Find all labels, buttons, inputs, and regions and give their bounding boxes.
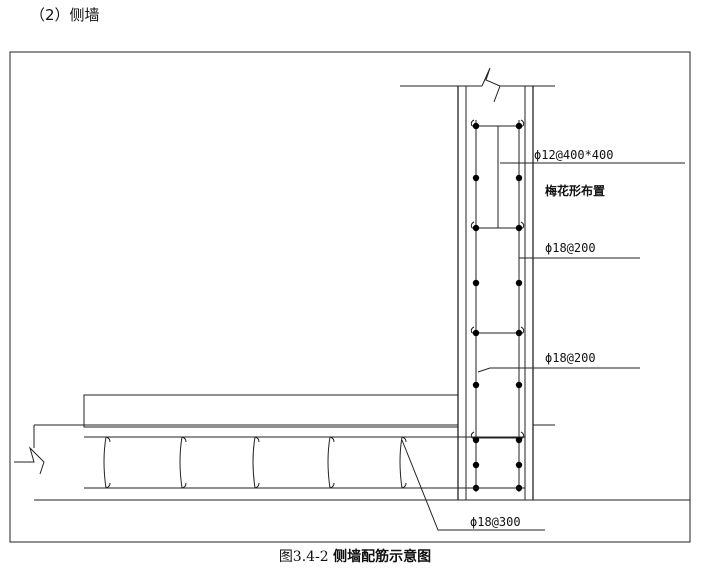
- figure-title: 侧墙配筋示意图: [333, 549, 432, 565]
- leader-wall-bar-2: [477, 367, 640, 373]
- slab-upper-layer: [83, 394, 459, 428]
- label-tie-bar: ϕ12@400*400: [534, 148, 613, 162]
- wall-break-symbol: [481, 67, 501, 103]
- slab-stirrups: [103, 436, 407, 489]
- wall-tie: [470, 119, 525, 127]
- label-wall-bar-1: ϕ18@200: [545, 241, 596, 255]
- wall-tie: [470, 326, 525, 334]
- figure-caption: 图3.4-2 侧墙配筋示意图: [0, 546, 710, 566]
- label-tie-pattern: 梅花形布置: [545, 183, 605, 198]
- floor-break-symbol: [14, 446, 45, 475]
- leader-slab-bar: [401, 439, 545, 531]
- drawing-frame: [9, 51, 691, 543]
- section-heading: （2）侧墙: [30, 6, 100, 24]
- figure-number: 图3.4-2: [278, 549, 329, 565]
- wall-rebar-dots: [472, 122, 523, 492]
- label-slab-bar: ϕ18@300: [470, 515, 521, 529]
- label-wall-bar-2: ϕ18@200: [545, 351, 596, 365]
